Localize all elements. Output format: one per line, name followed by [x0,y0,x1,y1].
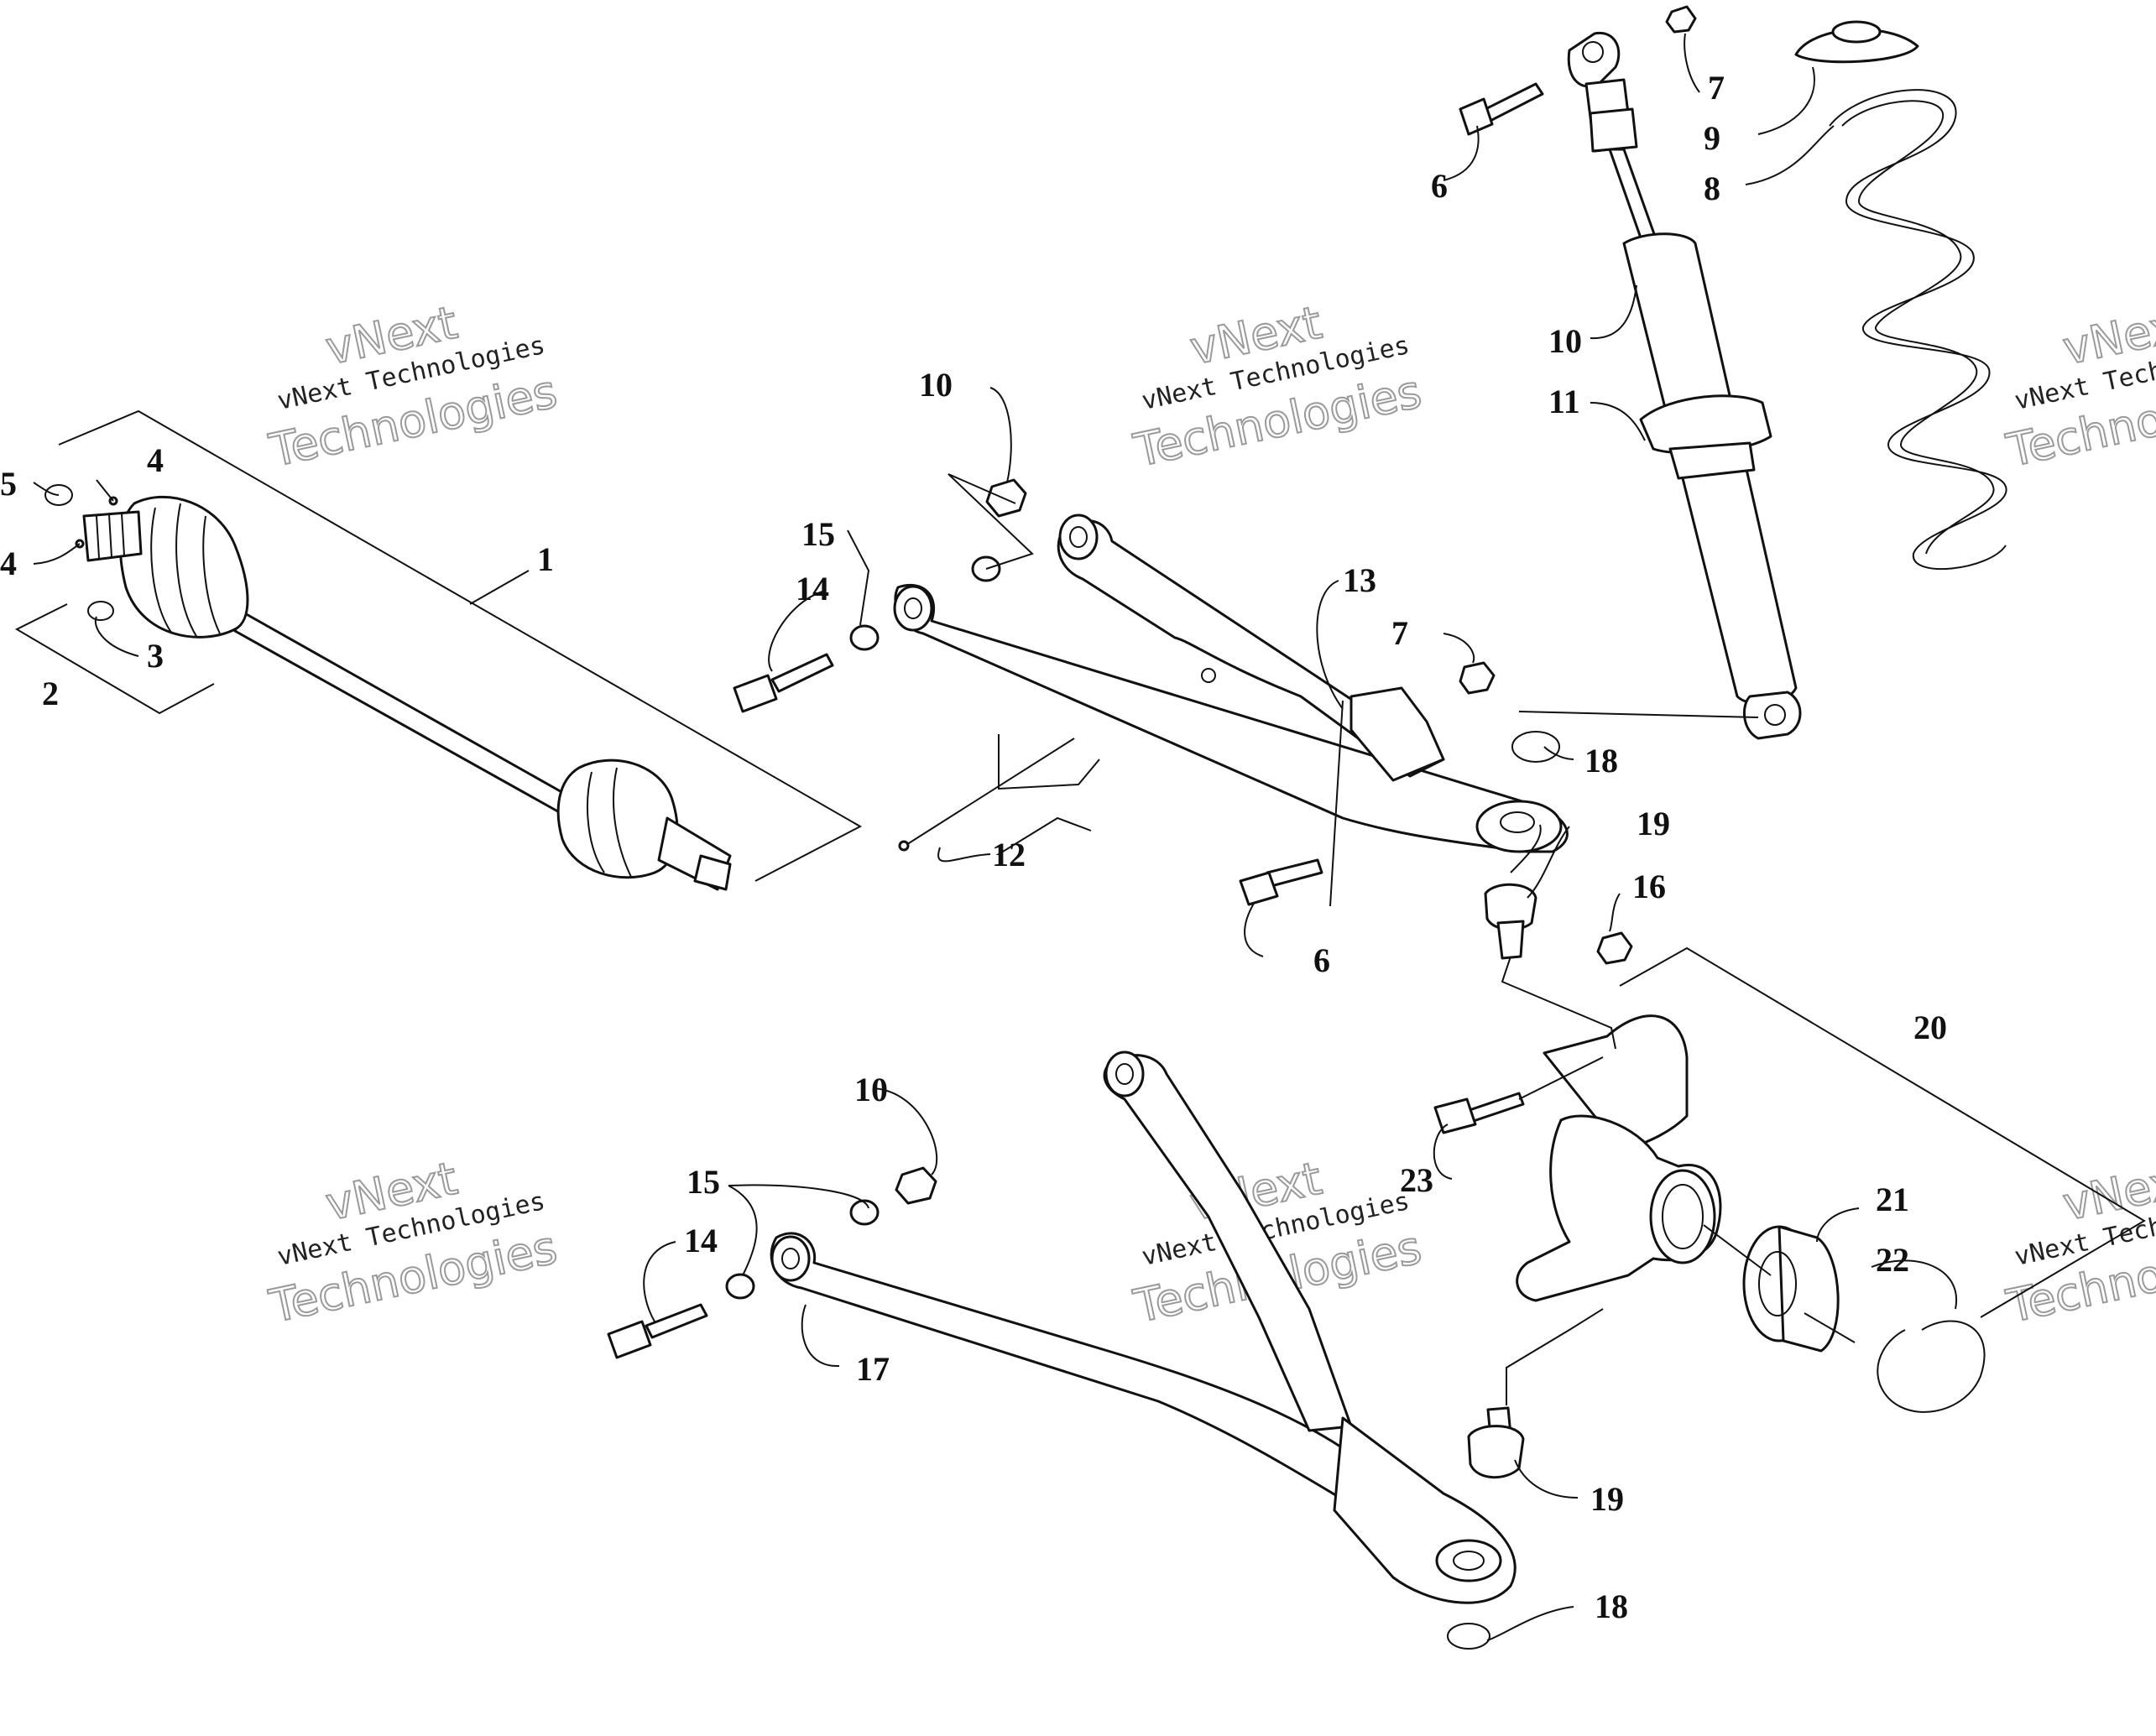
spring [1794,20,2007,571]
watermark-3: vNext vNext Technologies Technologies [2002,295,2156,478]
callout-10-shock: 10 [1548,322,1582,360]
callout-23: 23 [1400,1161,1433,1199]
callout-16: 16 [1632,868,1666,905]
callout-22: 22 [1876,1241,1909,1279]
callout-21: 21 [1876,1181,1909,1218]
callout-19-upper: 19 [1637,805,1670,842]
callout-18-lower: 18 [1595,1587,1628,1625]
callout-4-lower: 4 [0,545,17,582]
callout-18-upper: 18 [1584,742,1618,779]
callout-1: 1 [537,540,554,578]
callout-11: 11 [1548,383,1580,420]
shock-absorber [1459,5,1802,740]
callout-10-lower: 10 [854,1071,888,1108]
callout-10-upper: 10 [919,366,953,404]
callout-6-top: 6 [1431,167,1448,205]
boot-clamp-3 [87,601,114,621]
upper-arm-hardware [733,478,1560,960]
upper-a-arm [893,514,1569,853]
callout-20: 20 [1913,1009,1947,1046]
watermark-2: vNext vNext Technologies Technologies [1129,295,1427,478]
callout-13: 13 [1343,561,1376,599]
callout-19-lower: 19 [1590,1480,1624,1518]
drive-axle [14,409,863,891]
callout-5: 5 [0,465,17,503]
callout-14-upper: 14 [796,570,829,607]
callout-4-upper: 4 [147,441,164,479]
knuckle-assembly [1433,931,2146,1413]
callout-labels: 1 2 3 4 4 5 6 6 7 7 8 9 10 10 10 11 12 1… [0,69,1947,1625]
watermark-4: vNext vNext Technologies Technologies [264,1151,562,1334]
snap-ring-5 [44,484,73,506]
lower-arm-hardware [607,1166,1525,1650]
callout-9: 9 [1704,119,1720,157]
callout-6-bottom: 6 [1313,941,1330,979]
callout-15-upper: 15 [801,515,835,553]
watermark-6: vNext vNext Technologies Technologies [2002,1151,2156,1334]
lower-a-arm [770,1050,1517,1604]
callout-14-lower: 14 [684,1222,718,1259]
callout-15-lower: 15 [686,1163,720,1201]
watermark-1: vNext vNext Technologies Technologies [264,295,562,478]
callout-8: 8 [1704,169,1720,207]
leader-lines [33,33,1958,1641]
callout-7-bottom: 7 [1391,614,1408,652]
callout-3: 3 [147,637,164,675]
callout-7-top: 7 [1708,69,1725,107]
callout-2: 2 [42,675,59,712]
callout-17: 17 [856,1350,890,1388]
callout-12: 12 [992,836,1026,873]
